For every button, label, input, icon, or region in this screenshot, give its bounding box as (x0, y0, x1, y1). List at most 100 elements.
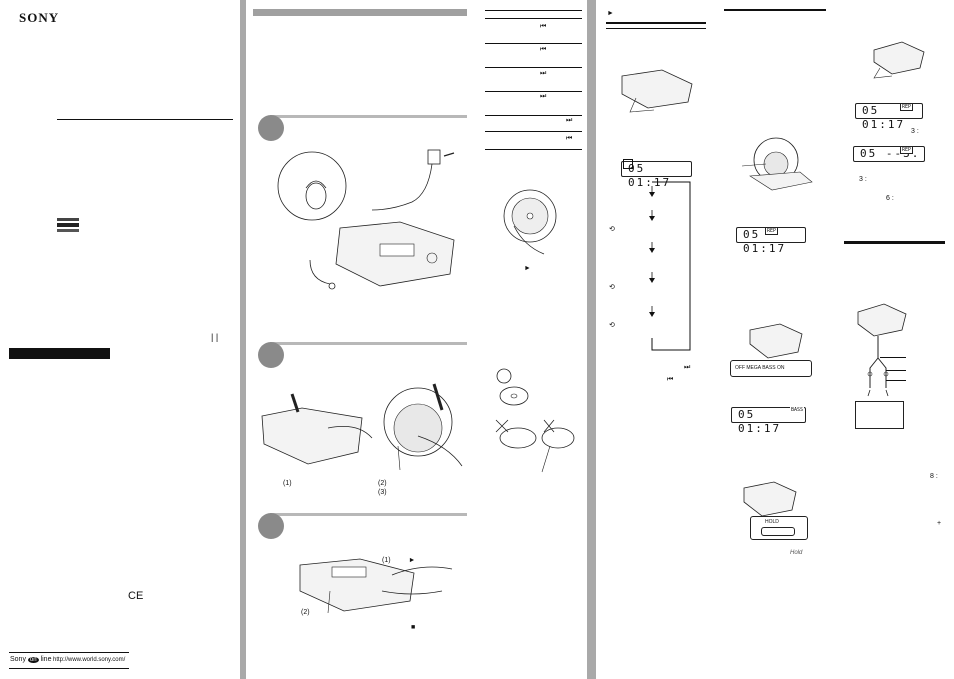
hold-caption: Hold (790, 550, 803, 556)
play-icon: ► (408, 557, 416, 564)
sony-logo: SONY (19, 10, 60, 25)
display-indicator-box (623, 159, 633, 169)
cover-footer-rule-bottom (9, 668, 129, 669)
repeat-display-1: REP 05 01:17 (855, 103, 923, 131)
step3-rule (270, 513, 467, 516)
player-open-illustration (741, 137, 813, 191)
prev-icon-2: ⏮ (540, 46, 547, 53)
main-display: 05 01:17 (621, 161, 692, 189)
disc-insert-illustration (503, 189, 557, 255)
step2-rule (270, 342, 467, 345)
player-top-illustration (621, 69, 693, 113)
repeat-display: REP 05 01:17 (736, 227, 806, 255)
playmode-title-rule (606, 22, 706, 24)
bass-tag: BASS (790, 407, 805, 413)
next-icon-1: ⏭ (540, 70, 547, 77)
playmode-flow-diagram (649, 181, 691, 351)
connection-leader-1 (880, 357, 906, 358)
stop-icon: ■ (411, 624, 416, 631)
sony-url[interactable]: http://www.world.sony.com/ (53, 657, 126, 663)
connection-leader-3 (886, 380, 906, 381)
note-8s: 8 : (930, 473, 938, 480)
repeat-tag: REP (765, 227, 779, 235)
table-rule-7 (485, 149, 582, 150)
circled-1b: 1 (384, 557, 389, 564)
table-rule-4 (485, 91, 582, 92)
step2-callout-2: (2) (378, 480, 387, 487)
step2-callout-3: (3) (378, 489, 387, 496)
repeat-icon-1: ⟲ (609, 226, 615, 233)
ce-mark: CE (128, 590, 144, 602)
table-rule-0 (485, 10, 582, 11)
connection-diagram (857, 303, 907, 397)
sony-online-right: line (40, 656, 52, 663)
table-rule-3 (485, 67, 582, 68)
step3-badge (258, 513, 284, 539)
table-rule-6 (485, 131, 582, 132)
hold-switch-label: HOLD (765, 519, 779, 525)
disc-wrong-illustration (495, 419, 575, 473)
compact-disc-logo (57, 218, 79, 232)
prev-icon-1: ⏮ (540, 23, 547, 30)
panel5-title-rule (724, 9, 826, 11)
repeat-tag-2: REP (900, 146, 914, 154)
connected-device-box (855, 401, 904, 429)
step2-illustration (261, 383, 463, 471)
cover-footer-rule-top (9, 652, 129, 653)
repeat-icon-3: ⟲ (609, 322, 615, 329)
prev-icon-playmode: ⏮ (667, 376, 674, 383)
cover-title-rule (57, 119, 233, 120)
connections-title-rule (844, 241, 945, 244)
repeat-icon-2: ⟲ (609, 284, 615, 291)
next-icon-playmode: ⏭ (684, 364, 691, 371)
step1-rule (270, 115, 467, 118)
step3-illustration (299, 558, 453, 614)
main-display-time: 05 01:17 (628, 162, 672, 189)
step1-illustration (277, 149, 455, 290)
player-hold-illustration (743, 481, 797, 517)
cover-black-bar (9, 348, 110, 359)
connection-leader-2 (886, 370, 906, 371)
playmode-title-rule-2 (606, 28, 706, 29)
mega-bass-switch[interactable]: OFF MEGA BASS ON (730, 360, 812, 377)
step3-callout-1: (1) ► (382, 557, 416, 564)
hold-switch[interactable]: HOLD (750, 516, 808, 540)
mega-bass-display: BASS 05 01:17 (731, 407, 806, 435)
circled-3: 3 (380, 489, 385, 496)
note-6s: 6 : (886, 195, 894, 202)
step2-callout-1: (1) (283, 480, 292, 487)
note-3s: 3 : (911, 128, 919, 135)
repeat-tag-1: REP (900, 103, 914, 111)
table-rule-2 (485, 43, 582, 44)
prev-icon-3: ⏮ (566, 135, 573, 142)
circled-1: 1 (285, 480, 290, 487)
note-3s-b: 3 : (859, 176, 867, 183)
mega-bass-display-time: 05 01:17 (738, 408, 782, 435)
circled-2b: 2 (303, 609, 308, 616)
repeat-display-2: REP 05 --3. (853, 146, 925, 162)
sony-online-logo: Sony on line (10, 656, 51, 663)
pause-bars-mark: | | (211, 332, 219, 342)
hold-switch-knob (761, 527, 795, 536)
section-header-bar (253, 9, 467, 16)
next-icon-2: ⏭ (540, 93, 547, 100)
step3-callout-2: (2) (301, 609, 310, 616)
step2-badge (258, 342, 284, 368)
circled-2: 2 (380, 480, 385, 487)
repeat-display-1-time: 05 01:17 (862, 104, 906, 131)
sony-online-badge: on (27, 657, 39, 663)
page-gutter-1 (240, 0, 246, 679)
play-icon-header: ► (607, 10, 614, 17)
play-icon-disc: ► (524, 265, 531, 272)
table-rule-1 (485, 18, 582, 19)
repeat-display-time: 05 01:17 (743, 228, 787, 255)
player-mega-bass-illustration (749, 323, 803, 359)
plus-mark: + (937, 520, 942, 527)
page-gutter-2 (587, 0, 596, 679)
next-icon-3: ⏭ (566, 117, 573, 124)
sony-online-left: Sony (10, 656, 26, 663)
step1-badge (258, 115, 284, 141)
player-remote-illustration (873, 41, 925, 79)
disc-correct-illustration (496, 368, 529, 406)
table-rule-5 (485, 115, 582, 116)
